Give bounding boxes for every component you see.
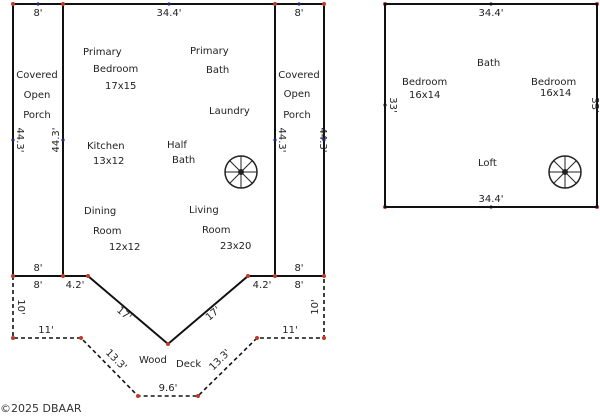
room-right-porch: Covered Open Porch	[278, 70, 320, 121]
room-primary-bedroom: Primary Bedroom 17x15	[83, 47, 138, 92]
dim-second-right: 33'	[589, 97, 600, 112]
room-primary-bath: Primary Bath	[190, 46, 229, 76]
svg-text:Bath: Bath	[172, 155, 195, 166]
svg-text:Room: Room	[202, 225, 230, 236]
svg-text:17x15: 17x15	[105, 81, 136, 92]
svg-text:Covered: Covered	[16, 70, 58, 81]
room-dining: Dining Room 12x12	[84, 206, 140, 253]
svg-text:Primary: Primary	[190, 46, 229, 57]
svg-text:Bedroom: Bedroom	[402, 77, 447, 88]
dim-porch-left-inner: 44.3'	[51, 127, 62, 152]
dim-deck-right-top: 11'	[282, 325, 297, 336]
svg-text:Living: Living	[189, 205, 219, 216]
dim-top-main: 34.4'	[156, 8, 181, 19]
dim-deck-left-side: 10'	[15, 299, 26, 314]
svg-text:Bedroom: Bedroom	[531, 77, 576, 88]
dim-bottom-left-porch-in: 8'	[33, 263, 42, 274]
dim-bottom-right-porch-in: 8'	[294, 263, 303, 274]
dim-deck-right-side: 10'	[310, 299, 321, 314]
svg-text:Bath: Bath	[206, 65, 229, 76]
room-kitchen: Kitchen 13x12	[87, 141, 125, 167]
dim-second-top: 34.4'	[478, 8, 503, 19]
dim-second-left: 33'	[387, 97, 398, 112]
dim-bottom-left-porch-out: 8'	[33, 280, 42, 291]
dim-deck-left-diag: 13.3'	[103, 347, 128, 372]
svg-text:16x14: 16x14	[540, 88, 571, 99]
dim-v-right: 17'	[204, 305, 223, 323]
svg-text:Kitchen: Kitchen	[87, 141, 125, 152]
dim-top-right-porch: 8'	[294, 8, 303, 19]
svg-text:Open: Open	[24, 90, 51, 101]
dim-v-left: 17'	[114, 305, 133, 323]
deck-label-deck: Deck	[176, 359, 201, 370]
svg-text:Dining: Dining	[84, 206, 116, 217]
svg-text:Bedroom: Bedroom	[93, 64, 138, 75]
second-floor-walls	[384, 3, 598, 208]
room-bath-upstairs: Bath	[477, 58, 500, 69]
dim-porch-right-inner: 44.3'	[276, 127, 287, 152]
svg-text:Covered: Covered	[278, 70, 320, 81]
svg-text:13x12: 13x12	[93, 156, 124, 167]
svg-text:Primary: Primary	[83, 47, 122, 58]
first-floor-walls	[12, 3, 325, 346]
room-half-bath: Half Bath	[167, 140, 195, 166]
svg-text:Room: Room	[93, 226, 121, 237]
svg-text:Porch: Porch	[283, 110, 311, 121]
room-laundry: Laundry	[209, 106, 250, 117]
dim-porch-left-outer: 44.3'	[14, 127, 25, 152]
dim-bottom-right-porch-out: 8'	[294, 280, 303, 291]
dim-deck-left-top: 11'	[38, 325, 53, 336]
dim-right-offset: 4.2'	[253, 280, 272, 291]
dim-porch-right-outer: 44.3'	[317, 127, 328, 152]
svg-text:12x12: 12x12	[109, 242, 140, 253]
dim-top-left-porch: 8'	[33, 8, 42, 19]
deck-label-wood: Wood	[139, 355, 167, 366]
svg-text:Open: Open	[284, 89, 311, 100]
room-loft: Loft	[478, 158, 497, 169]
room-bedroom-right: Bedroom 16x14	[531, 77, 576, 99]
room-left-porch: Covered Open Porch	[16, 70, 58, 121]
svg-text:Porch: Porch	[23, 110, 51, 121]
dim-deck-right-diag: 13.3'	[207, 347, 232, 372]
spiral-stair-icon	[224, 155, 258, 189]
dim-left-offset: 4.2'	[66, 280, 85, 291]
spiral-stair-icon	[548, 155, 582, 189]
copyright-watermark: ©2025 DBAAR	[0, 402, 82, 415]
room-living: Living Room 23x20	[189, 205, 251, 252]
dim-second-bottom: 34.4'	[478, 194, 503, 205]
deck-outline	[12, 276, 325, 397]
room-bedroom-left: Bedroom 16x14	[402, 77, 447, 101]
dim-deck-bottom: 9.6'	[159, 383, 178, 394]
svg-text:16x14: 16x14	[409, 90, 440, 101]
svg-text:23x20: 23x20	[220, 241, 251, 252]
svg-text:Half: Half	[167, 140, 187, 151]
